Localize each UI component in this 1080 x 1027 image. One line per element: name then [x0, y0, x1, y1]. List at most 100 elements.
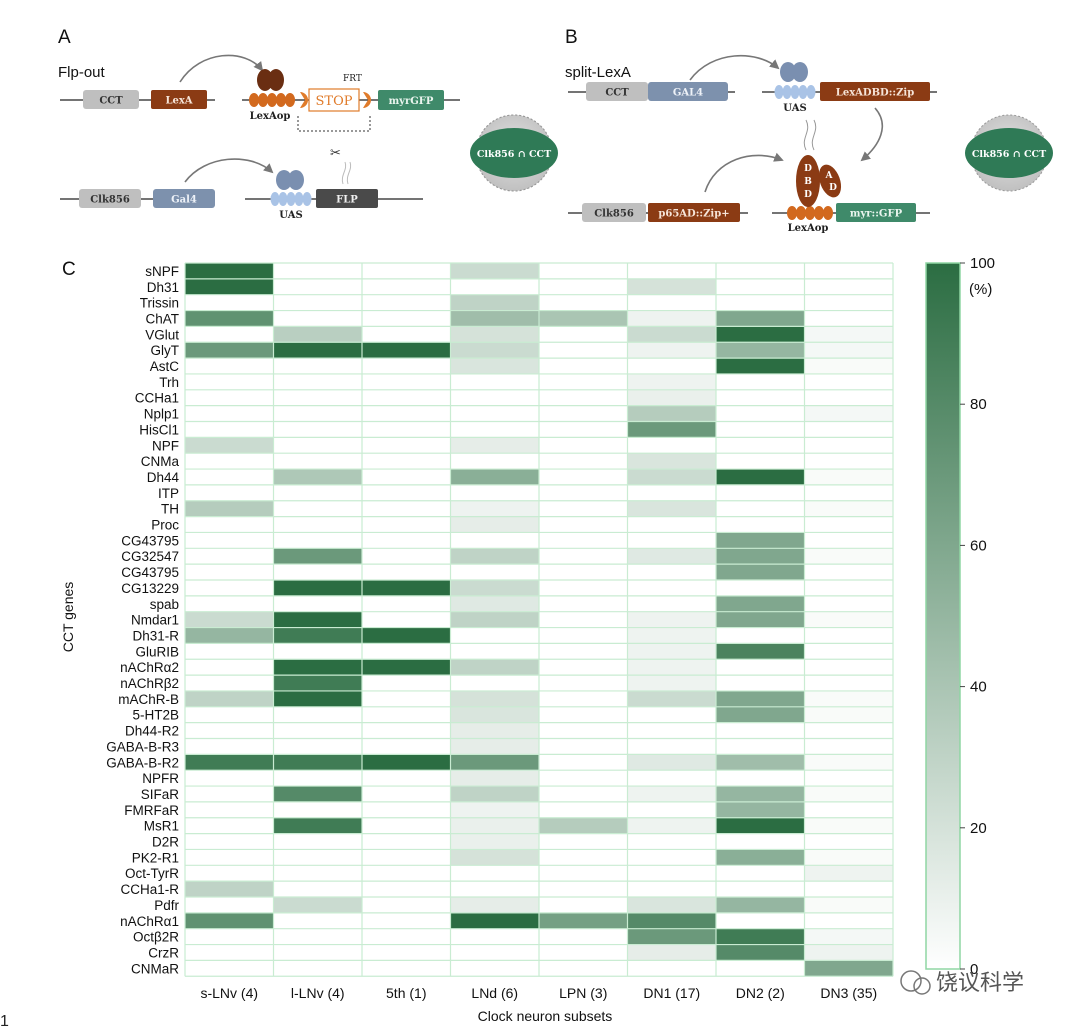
- column-label: l-LNv (4): [291, 985, 345, 1001]
- heatmap-cell: [450, 659, 539, 676]
- heatmap-cell: [716, 754, 805, 771]
- heatmap-cell: [362, 500, 451, 517]
- heatmap-cell: [627, 706, 716, 723]
- heatmap-cell: [627, 278, 716, 295]
- heatmap-cell: [450, 310, 539, 327]
- heatmap-cell: [273, 833, 362, 850]
- b-lexadbd-label: LexADBD::Zip: [836, 88, 914, 99]
- heatmap-cell: [362, 595, 451, 612]
- heatmap-cell: [716, 421, 805, 438]
- heatmap-cell: [804, 849, 893, 866]
- row-labels: sNPFDh31TrissinChATVGlutGlyTAstCTrhCCHa1…: [106, 264, 179, 976]
- heatmap-cell: [804, 659, 893, 676]
- b-cct-label: CCT: [605, 88, 629, 99]
- heatmap-cell: [627, 786, 716, 802]
- b-gal4-protein: [780, 62, 796, 82]
- heatmap-cell: [716, 580, 805, 596]
- heatmap-cell: [627, 405, 716, 422]
- heatmap-cell: [273, 770, 362, 787]
- a-lexa-box: [151, 90, 207, 109]
- heatmap-cell: [185, 389, 274, 406]
- heatmap-cell: [716, 928, 805, 945]
- panel-b-letter: B: [565, 27, 578, 48]
- heatmap-cell: [273, 532, 362, 549]
- heatmap-cell: [362, 373, 451, 390]
- heatmap-cell: [273, 722, 362, 739]
- row-label: CG43795: [121, 533, 179, 548]
- heatmap-cell: [627, 310, 716, 327]
- b-lexaop-repeats: [787, 206, 833, 220]
- row-label: Trissin: [140, 296, 179, 311]
- heatmap-cell: [627, 484, 716, 501]
- heatmap-cell: [539, 580, 628, 596]
- b-arrow-top: [689, 54, 780, 81]
- row-label: Oct-TyrR: [125, 866, 179, 881]
- a-lexaop-label: LexAop: [250, 111, 291, 122]
- heatmap-cell: [450, 326, 539, 343]
- heatmap-cell: [804, 294, 893, 311]
- row-label: Nplp1: [144, 407, 179, 422]
- heatmap-cell: [362, 532, 451, 549]
- a-flp-label: FLP: [336, 195, 358, 206]
- heatmap-cell: [539, 500, 628, 517]
- heatmap-cell: [804, 469, 893, 485]
- heatmap-cell: [539, 326, 628, 343]
- row-label: spab: [150, 597, 179, 612]
- column-label: DN2 (2): [736, 985, 785, 1001]
- heatmap-cell: [273, 738, 362, 755]
- y-axis-title: CCT genes: [60, 582, 76, 653]
- heatmap-cell: [716, 643, 805, 660]
- heatmap-cell: [804, 738, 893, 755]
- b-uas-label: UAS: [783, 103, 806, 114]
- heatmap-cell: [716, 801, 805, 818]
- heatmap-cell: [362, 469, 451, 485]
- heatmap-cell: [273, 263, 362, 279]
- heatmap-cell: [185, 865, 274, 882]
- column-label: DN3 (35): [820, 985, 877, 1001]
- heatmap-cell: [450, 675, 539, 691]
- heatmap-cell: [539, 611, 628, 628]
- heatmap-cell: [804, 373, 893, 390]
- a-arrow-top: [179, 54, 264, 83]
- heatmap-cell: [716, 500, 805, 517]
- heatmap-cell: [804, 897, 893, 913]
- heatmap-cell: [627, 564, 716, 580]
- heatmap-cell: [627, 833, 716, 850]
- heatmap-cell: [716, 516, 805, 533]
- heatmap-cell: [716, 326, 805, 343]
- row-label: CG43795: [121, 565, 179, 580]
- heatmap-cell: [804, 516, 893, 533]
- row-label: CCHa1-R: [120, 882, 179, 897]
- heatmap-cell: [450, 944, 539, 961]
- wechat-icon: [900, 970, 922, 992]
- heatmap-cell: [362, 865, 451, 882]
- heatmap-cell: [804, 865, 893, 882]
- heatmap-cell: [716, 389, 805, 406]
- colorbar-tick-label: 80: [970, 396, 987, 413]
- heatmap-cell: [627, 770, 716, 787]
- heatmap-cell: [362, 690, 451, 707]
- heatmap-cell: [627, 659, 716, 676]
- row-label: GABA-B-R2: [106, 755, 179, 770]
- column-label: s-LNv (4): [200, 985, 258, 1001]
- heatmap-cell: [539, 421, 628, 438]
- heatmap-cell: [273, 960, 362, 977]
- heatmap-cell: [539, 627, 628, 644]
- row-label: nAChRα1: [120, 914, 179, 929]
- heatmap-cell: [185, 310, 274, 327]
- heatmap-cell: [627, 738, 716, 755]
- heatmap-cell: [716, 548, 805, 565]
- heatmap-cell: [273, 564, 362, 580]
- heatmap-cell: [185, 469, 274, 485]
- row-label: TH: [161, 502, 179, 517]
- heatmap-cell: [716, 294, 805, 311]
- heatmap-cell: [539, 659, 628, 676]
- heatmap-cell: [185, 405, 274, 422]
- heatmap-cell: [362, 643, 451, 660]
- heatmap-cell: [539, 389, 628, 406]
- heatmap-cell: [450, 484, 539, 501]
- a-lexa-protein: [257, 69, 273, 91]
- heatmap-cell: [716, 611, 805, 628]
- heatmap-cell: [273, 453, 362, 470]
- column-label: DN1 (17): [643, 985, 700, 1001]
